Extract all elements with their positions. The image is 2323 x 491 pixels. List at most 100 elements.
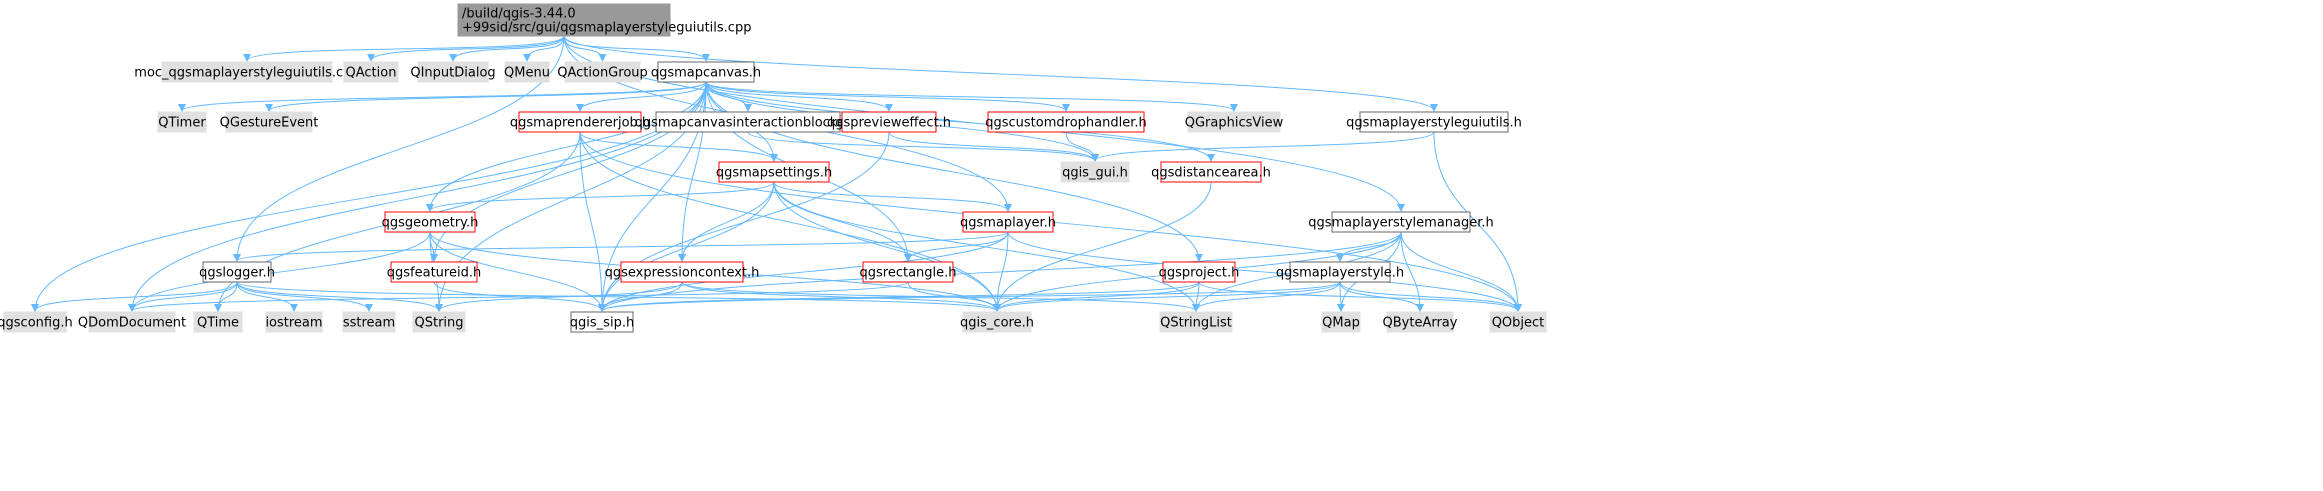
node-qtimer[interactable]: QTimer [157,111,207,133]
node-qgsmaplayerstylemanager[interactable]: qgsmaplayerstylemanager.h [1308,211,1494,233]
node-qgis_sip[interactable]: qgis_sip.h [570,311,634,333]
node-qinputdialog[interactable]: QInputDialog [410,61,496,83]
edge-qgsmaprendererjob-to-qgis_core [579,131,1001,312]
node-label-root: +99sid/src/gui/qgsmaplayerstyleguiutils.… [462,21,751,36]
edge-qgslogger-to-qgsconfig [31,281,238,312]
node-box-qgsmaplayerstylemanager [1331,211,1471,233]
node-label-qgslogger: qgslogger.h [199,266,275,281]
edge-root-to-qgsmaplayerstyleguiutils_h [563,35,1438,112]
node-label-qgsexpressioncontext: qgsexpressioncontext.h [605,266,760,281]
node-qobject[interactable]: QObject [1489,311,1547,333]
edge-qgsproject-to-qgis_sip [598,281,1200,312]
node-label-qgis_gui: qgis_gui.h [1062,166,1128,181]
edge-qgsmapcanvas-to-qgscustomdrophandler [705,81,1070,112]
node-box-qgis_gui [1060,161,1130,183]
node-label-qgsfeatureid: qgsfeatureid.h [387,266,481,281]
node-box-qstring [412,311,466,333]
edge-qgsmaplayerstyleguiutils_h-to-qgis_gui [1091,131,1435,162]
edge-qgsmapsettings-to-qstringlist [773,181,1200,312]
node-qgsproject[interactable]: qgsproject.h [1159,261,1240,283]
node-qgspreviewეffect[interactable]: qgspreviewеffect.h [827,111,951,133]
node-box-qdomdocument [88,311,176,333]
edge-root-to-moc [243,35,565,62]
edge-root-to-qgsmapcanvas [563,35,710,62]
edge-qgsmapcanvas-to-qgsmaprendererjob [576,81,707,112]
node-label-qgsdistancearea: qgsdistancearea.h [1151,166,1271,181]
node-box-qgestureevent [225,111,313,133]
node-box-qgspreviewეffect [841,111,937,133]
node-box-qgsmaprendererjob [518,111,642,133]
node-label-root: /build/qgis-3.44.0 [462,7,576,22]
node-label-iostream: iostream [265,316,322,331]
edge-qgsmaprendererjob-to-qgsmapsettings [579,131,778,162]
node-qgestureevent[interactable]: QGestureEvent [220,111,319,133]
node-moc[interactable]: moc_qgsmaplayerstyleguiutils.cpp [134,61,360,83]
edge-qgsmapsettings-to-qgsexpressioncontext [678,181,775,262]
node-label-qgsmapcanvasinteractionblocker: qgsmapcanvasinteractionblocker.h [635,116,862,131]
edge-qgsexpressioncontext-to-qgis_core [681,281,1001,312]
node-label-qgsmaplayerstylemanager: qgsmaplayerstylemanager.h [1308,216,1494,231]
node-qgsmapsettings[interactable]: qgsmapsettings.h [716,161,832,183]
edge-qgsmapsettings-to-qgis_core [773,181,1001,312]
edge-qgsmapcanvas-to-qgsfeatureid [430,81,707,262]
node-qstring[interactable]: QString [412,311,466,333]
node-label-qobject: QObject [1492,316,1545,331]
node-box-qactiongroup [564,61,641,83]
node-label-qgis_sip: qgis_sip.h [570,316,634,331]
node-qdomdocument[interactable]: QDomDocument [78,311,186,333]
node-qgsmaplayerstyle[interactable]: qgsmaplayerstyle.h [1276,261,1404,283]
edge-qgsmapcanvasinteractionblocker-to-qgis_gui [747,131,1099,162]
node-qmap[interactable]: QMap [1321,311,1361,333]
node-root[interactable]: /build/qgis-3.44.0+99sid/src/gui/qgsmapl… [457,3,751,37]
node-label-qgsrectangle: qgsrectangle.h [859,266,956,281]
node-qaction[interactable]: QAction [343,61,399,83]
node-qmenu[interactable]: QMenu [504,61,550,83]
node-qbytearray[interactable]: QByteArray [1383,311,1458,333]
node-label-qstringlist: QStringList [1160,316,1232,331]
node-label-qgsmaplayerstyle: qgsmaplayerstyle.h [1276,266,1404,281]
node-qgsmapcanvasinteractionblocker[interactable]: qgsmapcanvasinteractionblocker.h [635,111,862,133]
edge-qgsproject-to-qgis_core [993,281,1200,312]
node-qgslogger[interactable]: qgslogger.h [199,261,275,283]
edge-qgsmapcanvas-to-qgsexpressioncontext [678,81,707,262]
node-qgsmaprendererjob[interactable]: qgsmaprendererjob.h [510,111,650,133]
node-box-qgsgeometry [384,211,476,233]
node-qgsfeatureid[interactable]: qgsfeatureid.h [387,261,481,283]
node-qgsmaplayerstyleguiutils_h[interactable]: qgsmaplayerstyleguiutils.h [1346,111,1522,133]
node-qgsdistancearea[interactable]: qgsdistancearea.h [1151,161,1271,183]
node-qgis_gui[interactable]: qgis_gui.h [1060,161,1130,183]
node-sstream[interactable]: sstream [342,311,396,333]
node-label-qgsproject: qgsproject.h [1159,266,1240,281]
edge-qgslogger-to-qgis_core [236,281,1001,312]
node-label-qinputdialog: QInputDialog [410,66,495,81]
node-qgsmaplayer[interactable]: qgsmaplayer.h [960,211,1056,233]
edge-root-to-qaction [367,35,565,62]
edge-qgsexpressioncontext-to-qstring [435,281,683,312]
node-label-qgsconfig: qgsconfig.h [0,316,73,331]
node-label-qgestureevent: QGestureEvent [220,116,319,131]
edge-qgsmapcanvas-to-qgestureevent [265,81,707,112]
node-box-qaction [343,61,399,83]
node-qgsgeometry[interactable]: qgsgeometry.h [382,211,479,233]
node-qgis_core[interactable]: qgis_core.h [960,311,1034,333]
node-qactiongroup[interactable]: QActionGroup [557,61,648,83]
node-qgsexpressioncontext[interactable]: qgsexpressioncontext.h [605,261,760,283]
edge-qgsmaplayer-to-qobject [1007,231,1522,312]
node-qgsmapcanvas[interactable]: qgsmapcanvas.h [651,61,761,83]
node-iostream[interactable]: iostream [265,311,323,333]
node-qgsrectangle[interactable]: qgsrectangle.h [859,261,957,283]
node-box-qgsproject [1162,261,1236,283]
edges-layer [31,35,1522,312]
node-box-qgsconfig [3,311,67,333]
node-qgscustomdrophandler[interactable]: qgscustomdrophandler.h [985,111,1147,133]
node-qtime[interactable]: QTime [193,311,243,333]
node-box-moc [161,61,333,83]
edge-qgsmaplayerstyle-to-qgis_core [993,281,1341,312]
node-box-qgsmapsettings [718,161,830,183]
node-qgraphicsview[interactable]: QGraphicsView [1185,111,1284,133]
node-box-qgsexpressioncontext [620,261,744,283]
node-qgsconfig[interactable]: qgsconfig.h [0,311,73,333]
node-box-qbytearray [1386,311,1454,333]
edge-qgslogger-to-qstring [236,281,443,312]
node-qstringlist[interactable]: QStringList [1159,311,1233,333]
